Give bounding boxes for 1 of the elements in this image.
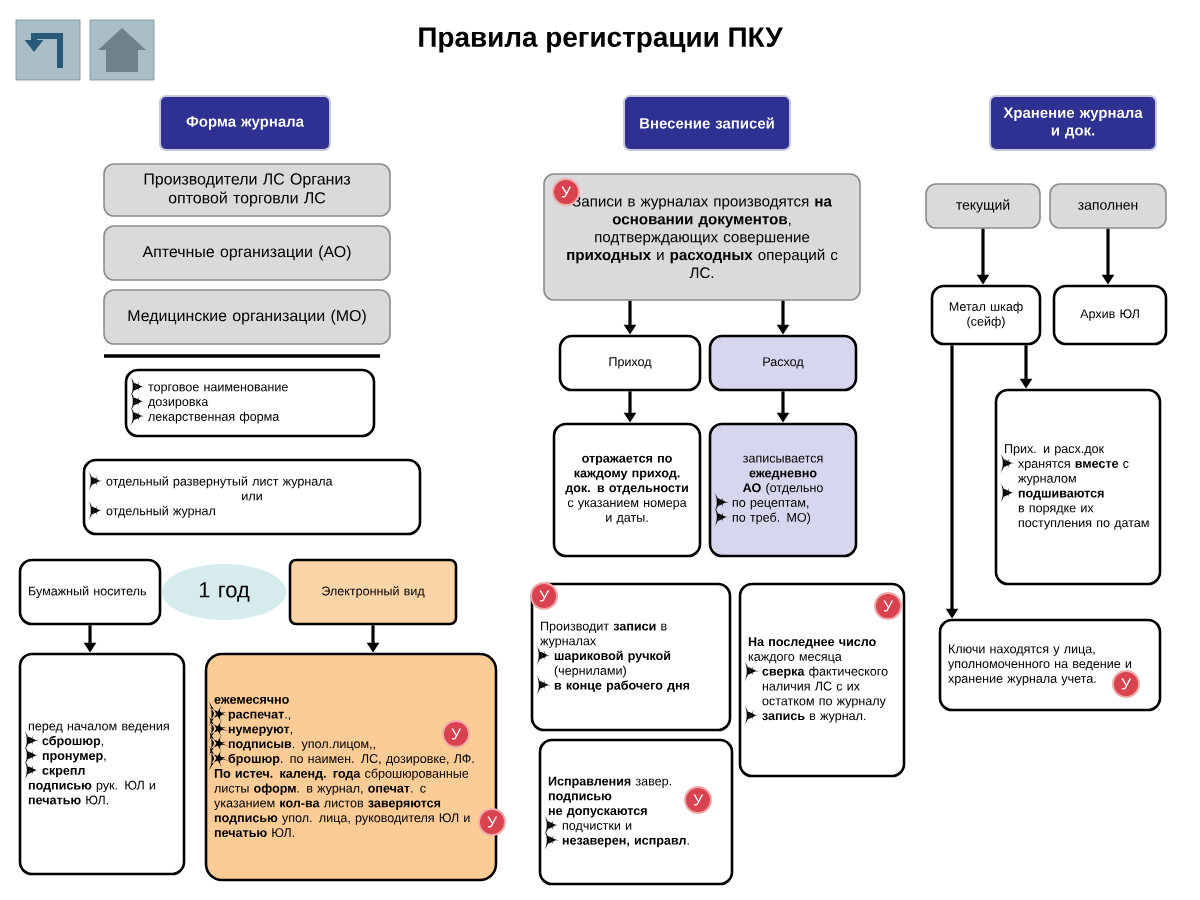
title: Правила регистрации ПКУ — [419, 27, 783, 53]
